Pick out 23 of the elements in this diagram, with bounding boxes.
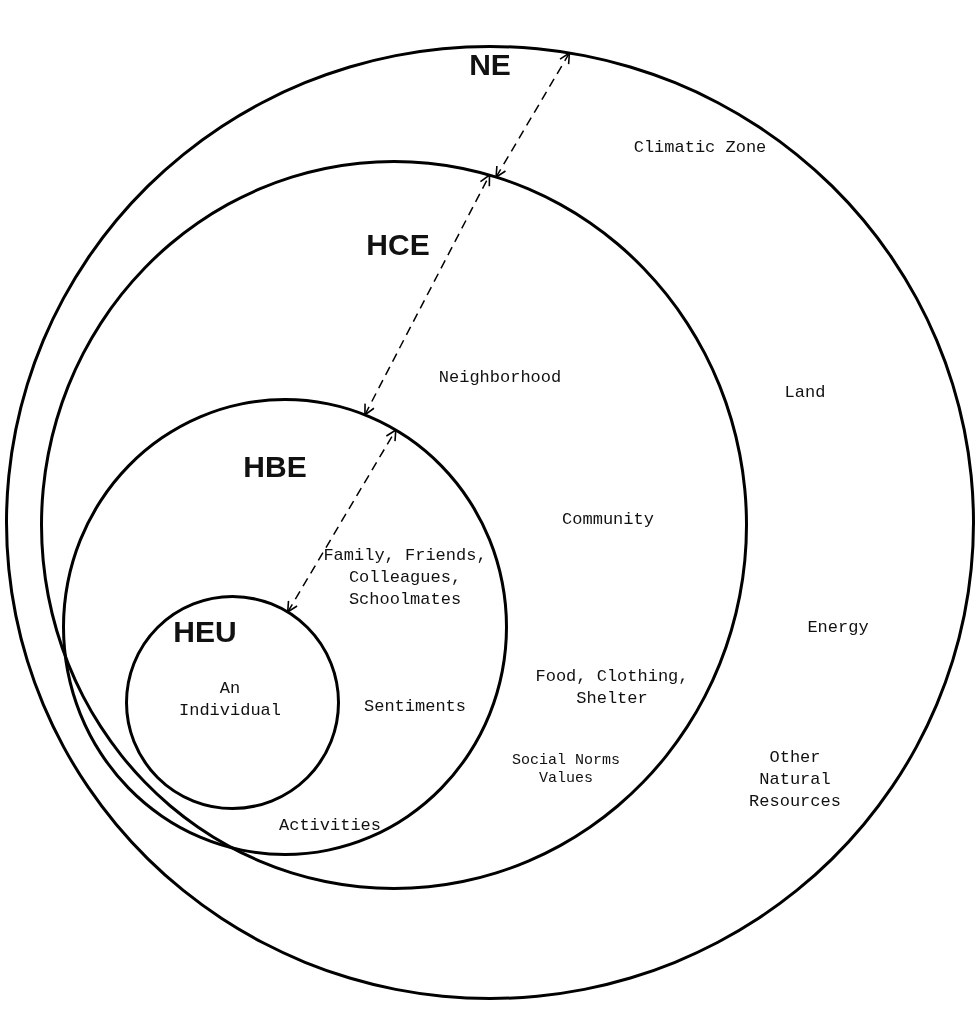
double-arrow — [364, 174, 491, 416]
zone-item-text: Climatic Zone — [632, 137, 768, 159]
double-arrow — [286, 429, 397, 613]
zone-title: NE — [468, 48, 512, 82]
zone-item-text: Land — [783, 382, 827, 404]
ellipse-region — [5, 45, 975, 1000]
zone-title: HCE — [365, 228, 431, 262]
zone-title: HEU — [172, 615, 238, 649]
zone-item-text: Other Natural Resources — [748, 747, 842, 813]
double-arrow — [495, 52, 571, 178]
zone-item-text: Energy — [806, 617, 870, 639]
circle-region — [62, 398, 508, 856]
ellipse-region — [40, 160, 748, 890]
circle-region — [125, 595, 340, 810]
zone-item-text: Activities — [278, 815, 382, 837]
zone-item-text: Sentiments — [363, 696, 467, 718]
zone-item-text: Community — [561, 509, 655, 531]
zone-item-text: Food, Clothing, Shelter — [534, 666, 690, 710]
zone-item-text: Social Norms Values — [511, 752, 621, 788]
zone-item-text: Family, Friends, Colleagues, Schoolmates — [322, 545, 488, 611]
zone-item-text: An Individual — [178, 678, 282, 722]
zone-title: HBE — [242, 450, 308, 484]
zone-item-text: Neighborhood — [437, 367, 563, 389]
